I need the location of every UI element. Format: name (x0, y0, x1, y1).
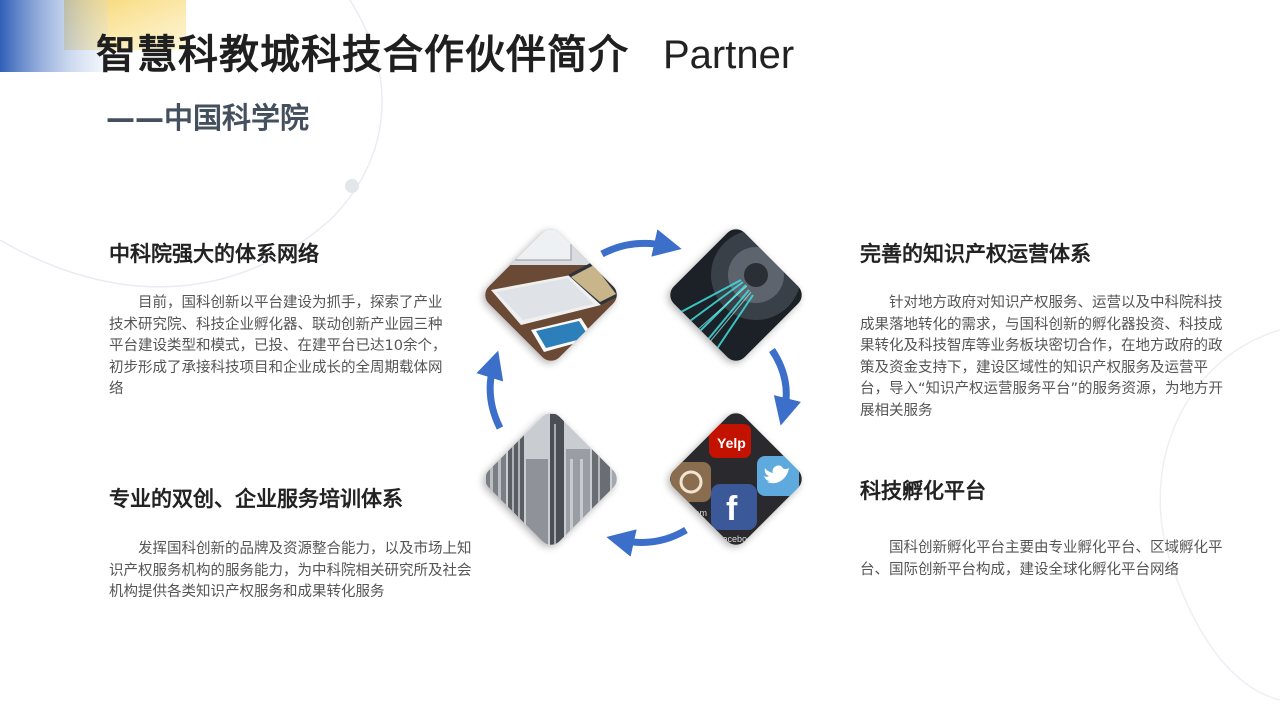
arrow-left (476, 350, 504, 430)
section-body: 发挥国科创新的品牌及资源整合能力，以及市场上知识产权服务机构的服务能力，为中科院… (109, 541, 472, 600)
title-chinese: 智慧科教城科技合作伙伴简介 (96, 32, 629, 78)
page-subtitle: ——中国科学院 (106, 101, 310, 135)
yelp-label: Yelp (717, 435, 746, 451)
section-heading: 科技孵化平台 (860, 479, 986, 503)
title-english: Partner (663, 33, 795, 77)
yelp-icon (709, 424, 751, 458)
arrow-bottom (606, 526, 688, 557)
section-body: 国科创新孵化平台主要由专业孵化平台、区域孵化平台、国际创新平台构成，建设全球化孵… (860, 540, 1223, 578)
deco-blue-block (0, 0, 108, 72)
deco-curve-right (1159, 329, 1280, 701)
page-title: 智慧科教城科技合作伙伴简介 Partner (96, 22, 794, 80)
svg-text:f: f (726, 490, 738, 528)
section-system-network: 中科院强大的体系网络 目前，国科创新以平台建设为抓手，探索了产业技术研究院、科技… (109, 238, 454, 401)
section-training-system: 专业的双创、企业服务培训体系 发挥国科创新的品牌及资源整合能力，以及市场上知识产… (109, 483, 479, 604)
facebook-label: Facebook (717, 534, 757, 544)
deco-curve-left (0, 0, 383, 288)
section-body: 目前，国科创新以平台建设为抓手，探索了产业技术研究院、科技企业孵化器、联动创新产… (109, 295, 447, 397)
section-heading: 中科院强大的体系网络 (109, 242, 319, 266)
arrow-right (769, 348, 801, 426)
section-body: 针对地方政府对知识产权服务、运营以及中科院科技成果落地转化的需求，与国科创新的孵… (860, 295, 1224, 419)
arrow-top (600, 229, 682, 258)
section-heading: 完善的知识产权运营体系 (860, 242, 1091, 266)
section-heading: 专业的双创、企业服务培训体系 (109, 487, 403, 511)
facebook-icon (711, 484, 757, 530)
section-ip-operation: 完善的知识产权运营体系 针对地方政府对知识产权服务、运营以及中科院科技成果落地转… (860, 238, 1230, 422)
section-incubation-platform: 科技孵化平台 国科创新孵化平台主要由专业孵化平台、区域孵化平台、国际创新平台构成… (860, 475, 1250, 581)
instagram-icon (671, 462, 711, 502)
deco-dot (345, 179, 359, 193)
